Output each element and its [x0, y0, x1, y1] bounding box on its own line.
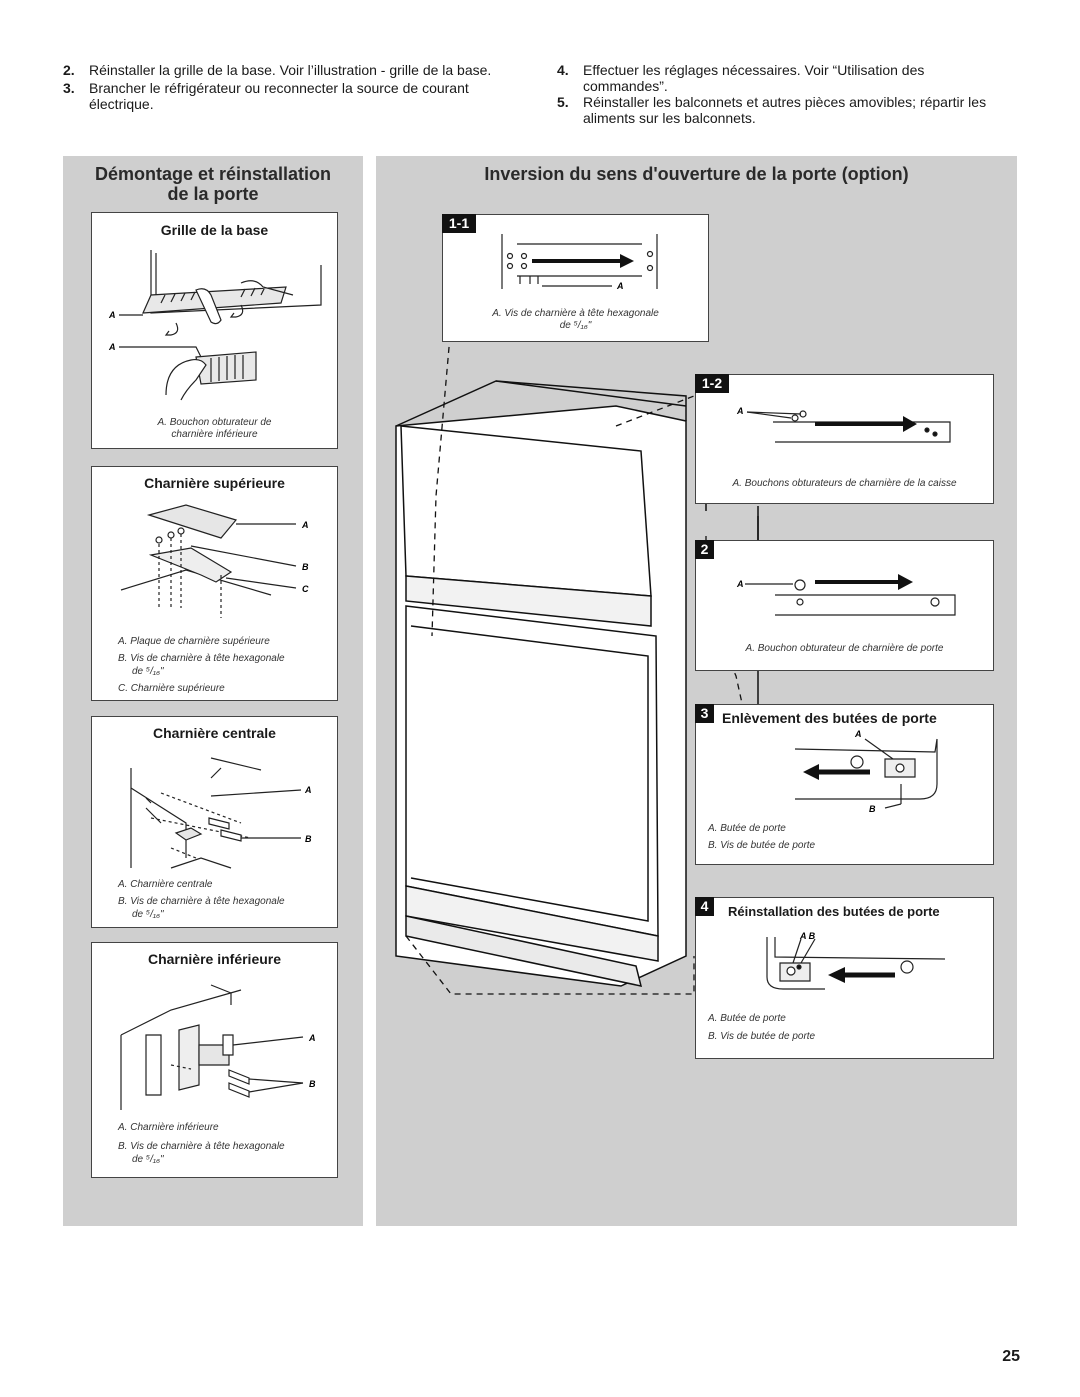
step-3-caption-b: B. Vis de butée de porte: [708, 840, 816, 851]
instruction-5: 5. Réinstaller les balconnets et autres …: [557, 94, 987, 126]
instruction-4: 4. Effectuer les réglages nécessaires. V…: [557, 62, 925, 94]
svg-text:A: A: [301, 520, 309, 530]
base-grille-title: Grille de la base: [160, 222, 269, 238]
base-grille-box: [91, 212, 338, 449]
step-1-1-caption: A. Vis de charnière à tête hexagonale de…: [492, 308, 659, 331]
step-4-caption-a: A. Butée de porte: [708, 1013, 786, 1024]
step-4-caption-b: B. Vis de butée de porte: [708, 1031, 816, 1042]
upper-hinge-caption-c: C. Charnière supérieure: [118, 683, 225, 694]
svg-text:B: B: [302, 562, 309, 572]
svg-text:B: B: [309, 1079, 316, 1089]
refrigerator-illustration: [395, 335, 759, 995]
step-1-2-badge: 1-2: [695, 374, 729, 393]
svg-text:A: A: [736, 579, 744, 589]
step-2-badge: 2: [695, 540, 714, 559]
step-2-illustration: A: [736, 574, 956, 616]
step-4-labels: A B: [799, 931, 816, 941]
upper-hinge-illustration: A B C: [120, 504, 309, 618]
step-3-illustration: A B: [794, 729, 938, 814]
svg-text:A: A: [304, 785, 312, 795]
door-removal-title: Démontage et réinstallation de la porte: [94, 164, 332, 204]
center-hinge-caption-b: B. Vis de charnière à tête hexagonale: [118, 896, 285, 907]
svg-text:B: B: [869, 804, 876, 814]
upper-hinge-title: Charnière supérieure: [144, 475, 285, 491]
step-4-title: Réinstallation des butées de porte: [728, 904, 940, 919]
base-grille-illustration: A A: [108, 250, 322, 401]
upper-hinge-box: [91, 466, 338, 701]
lower-hinge-illustration: A B: [120, 984, 316, 1110]
svg-text:A: A: [736, 406, 744, 416]
step-1-1-box: [442, 214, 709, 342]
step-4-badge: 4: [695, 897, 714, 916]
step-3-caption-a: A. Butée de porte: [708, 823, 786, 834]
svg-text:A: A: [616, 281, 624, 291]
svg-text:A: A: [308, 1033, 316, 1043]
step-4-illustration: A B: [766, 931, 946, 990]
center-hinge-caption-b2: de ⁵/₁₆": [132, 909, 164, 920]
instruction-3: 3. Brancher le réfrigérateur ou reconnec…: [63, 80, 469, 112]
page-number: 25: [1002, 1348, 1020, 1365]
upper-hinge-caption-b2: de ⁵/₁₆": [132, 666, 164, 677]
step-1-1-badge: 1-1: [442, 214, 476, 233]
center-hinge-title: Charnière centrale: [153, 725, 276, 741]
upper-hinge-caption-b: B. Vis de charnière à tête hexagonale: [118, 653, 285, 664]
step-3-badge: 3: [695, 704, 714, 723]
lower-hinge-caption-b2: de ⁵/₁₆": [132, 1154, 164, 1165]
svg-text:C: C: [302, 584, 309, 594]
lower-hinge-title: Charnière inférieure: [147, 951, 282, 967]
step-1-2-illustration: A: [736, 406, 951, 443]
svg-text:A: A: [108, 310, 116, 320]
center-hinge-caption-a: A. Charnière centrale: [118, 879, 213, 890]
center-hinge-illustration: A B: [130, 757, 312, 869]
door-reversal-title: Inversion du sens d'ouverture de la port…: [484, 164, 909, 184]
svg-text:A: A: [108, 342, 116, 352]
lower-hinge-caption-b: B. Vis de charnière à tête hexagonale: [118, 1141, 285, 1152]
base-grille-caption: A. Bouchon obturateur de charnière infér…: [157, 417, 272, 440]
step-3-title: Enlèvement des butées de porte: [722, 710, 937, 726]
upper-hinge-caption-a: A. Plaque de charnière supérieure: [118, 636, 270, 647]
step-3-box: [695, 704, 994, 865]
svg-text:B: B: [305, 834, 312, 844]
step-2-box: [695, 540, 994, 671]
step-2-caption: A. Bouchon obturateur de charnière de po…: [745, 643, 944, 654]
step-1-1-illustration: A: [501, 234, 658, 291]
lower-hinge-caption-a: A. Charnière inférieure: [118, 1122, 219, 1133]
step-1-2-caption: A. Bouchons obturateurs de charnière de …: [732, 478, 957, 489]
step-1-2-box: [695, 374, 994, 504]
svg-text:A: A: [854, 729, 862, 739]
